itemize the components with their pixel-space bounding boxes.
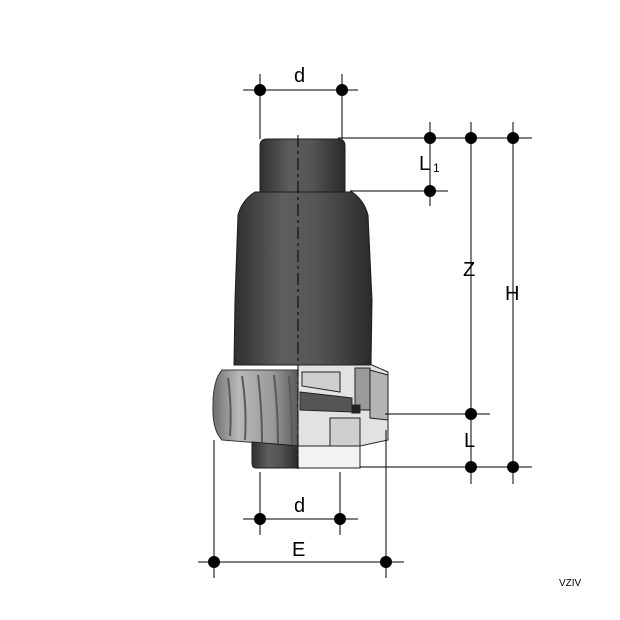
drawing-code: VZIV [559,578,582,589]
bottom-spigot-section [297,445,361,469]
label-l1-subscript: 1 [433,161,440,175]
label-e: E [292,539,305,561]
label-l: L [464,430,475,452]
section-details [299,367,389,447]
label-l1: L [419,153,430,175]
nut-ribs [227,374,293,446]
label-d-top: d [294,65,305,87]
dimension-dots [208,84,519,568]
label-z: Z [463,259,475,281]
valve-body [212,135,389,470]
conical-body [233,191,373,366]
union-nut [212,369,299,447]
bottom-spigot [251,441,299,469]
label-h: H [505,283,519,305]
label-d-bottom: d [294,495,305,517]
top-spigot [259,138,346,193]
